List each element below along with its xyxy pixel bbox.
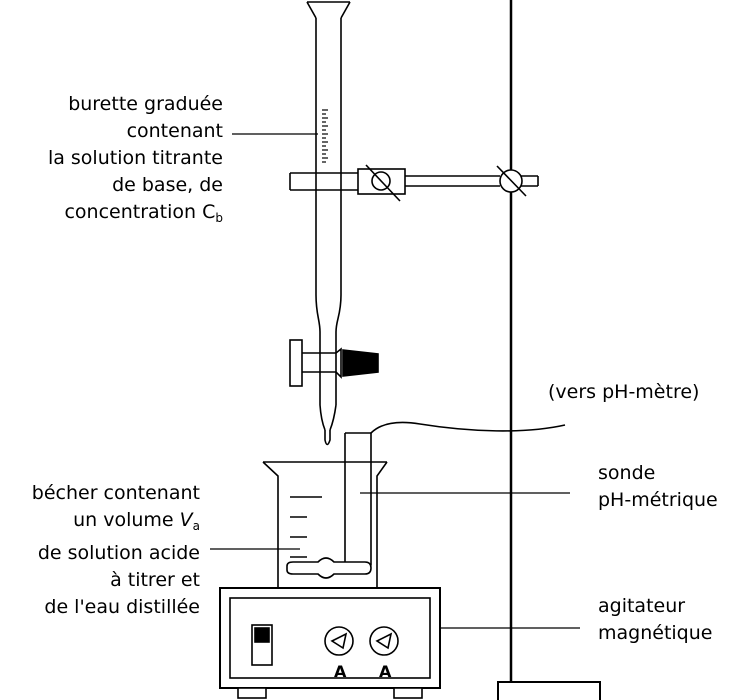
burette-graduations	[322, 109, 328, 163]
burette-label-line-1: burette graduée	[68, 93, 223, 115]
burette-stopcock	[289, 339, 379, 387]
burette-label-line-5: concentration Cb	[64, 201, 223, 225]
leader-lines	[210, 133, 580, 629]
burette	[306, 1, 351, 446]
probe-label-line-1: sonde	[598, 462, 656, 484]
probe-label-line-2: pH-métrique	[598, 489, 718, 511]
burette-label-line-3: la solution titrante	[47, 147, 223, 169]
stirrer-label-line-1: agitateur	[598, 595, 686, 617]
stir-bar	[286, 557, 372, 579]
ph-meter-label: (vers pH-mètre)	[548, 381, 700, 403]
dial-letter-2: A	[379, 662, 392, 681]
support-base	[497, 681, 601, 700]
magnetic-stirrer	[219, 587, 441, 699]
burette-label-line-4: de base, de	[112, 174, 223, 196]
beaker-label-line-4: à titrer et	[110, 569, 200, 591]
beaker-label-line-5: de l'eau distillée	[44, 596, 200, 618]
beaker-label-line-3: de solution acide	[37, 542, 200, 564]
dial-letter-1: A	[334, 662, 347, 681]
burette-label: burette graduée contenant la solution ti…	[48, 91, 223, 232]
beaker-label: bécher contenant un volume Va de solutio…	[32, 480, 200, 621]
burette-label-line-2: contenant	[126, 120, 223, 142]
beaker-label-line-1: bécher contenant	[31, 482, 200, 504]
ph-probe	[344, 421, 566, 571]
probe-label: sonde pH-métrique	[598, 460, 718, 514]
stirrer-label: agitateur magnétique	[598, 593, 712, 647]
burette-clamp	[289, 164, 539, 202]
stirrer-label-line-2: magnétique	[598, 622, 713, 644]
beaker-label-line-2: un volume Va	[73, 509, 200, 533]
